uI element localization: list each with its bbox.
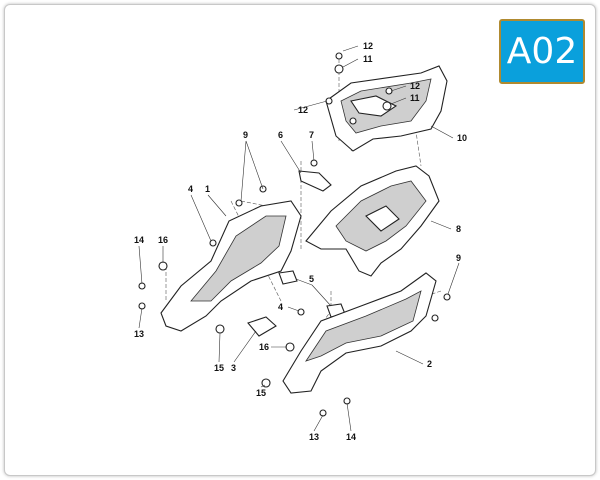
part-right-frame	[282, 272, 437, 394]
callout-11: 11	[363, 54, 373, 64]
exploded-parts-diagram: 12 11 11 12 12 10 9 6 7 4 1 14 16 8 5 4 …	[134, 41, 467, 442]
callout-14: 14	[134, 235, 144, 245]
callout-15: 15	[214, 363, 224, 373]
callout-9: 9	[243, 130, 248, 140]
callout-9: 9	[456, 253, 461, 263]
callout-15: 15	[256, 388, 266, 398]
callout-3: 3	[231, 363, 236, 373]
callout-1: 1	[205, 184, 210, 194]
callout-6: 6	[278, 130, 283, 140]
diagram-code-badge: A02	[499, 19, 585, 84]
callout-leader-lines	[138, 45, 460, 432]
diagram-frame: A02	[4, 4, 596, 476]
callout-labels: 12 11 11 12 12 10 9 6 7 4 1 14 16 8 5 4 …	[134, 41, 467, 442]
callout-2: 2	[427, 359, 432, 369]
part-left-frame	[160, 200, 302, 332]
callout-5: 5	[309, 274, 314, 284]
callout-10: 10	[457, 133, 467, 143]
callout-7: 7	[309, 130, 314, 140]
callout-8: 8	[456, 224, 461, 234]
callout-4: 4	[278, 302, 283, 312]
callout-12: 12	[410, 81, 420, 91]
part-rear-subframe	[305, 165, 440, 277]
callout-16: 16	[158, 235, 168, 245]
callout-12: 12	[298, 105, 308, 115]
part-bracket	[298, 170, 332, 192]
callout-12: 12	[363, 41, 373, 51]
callout-13: 13	[134, 329, 144, 339]
callout-14: 14	[346, 432, 356, 442]
callout-13: 13	[309, 432, 319, 442]
callout-11: 11	[410, 93, 420, 103]
callout-4: 4	[188, 184, 193, 194]
callout-16: 16	[259, 342, 269, 352]
bolts-and-nuts	[138, 52, 451, 417]
